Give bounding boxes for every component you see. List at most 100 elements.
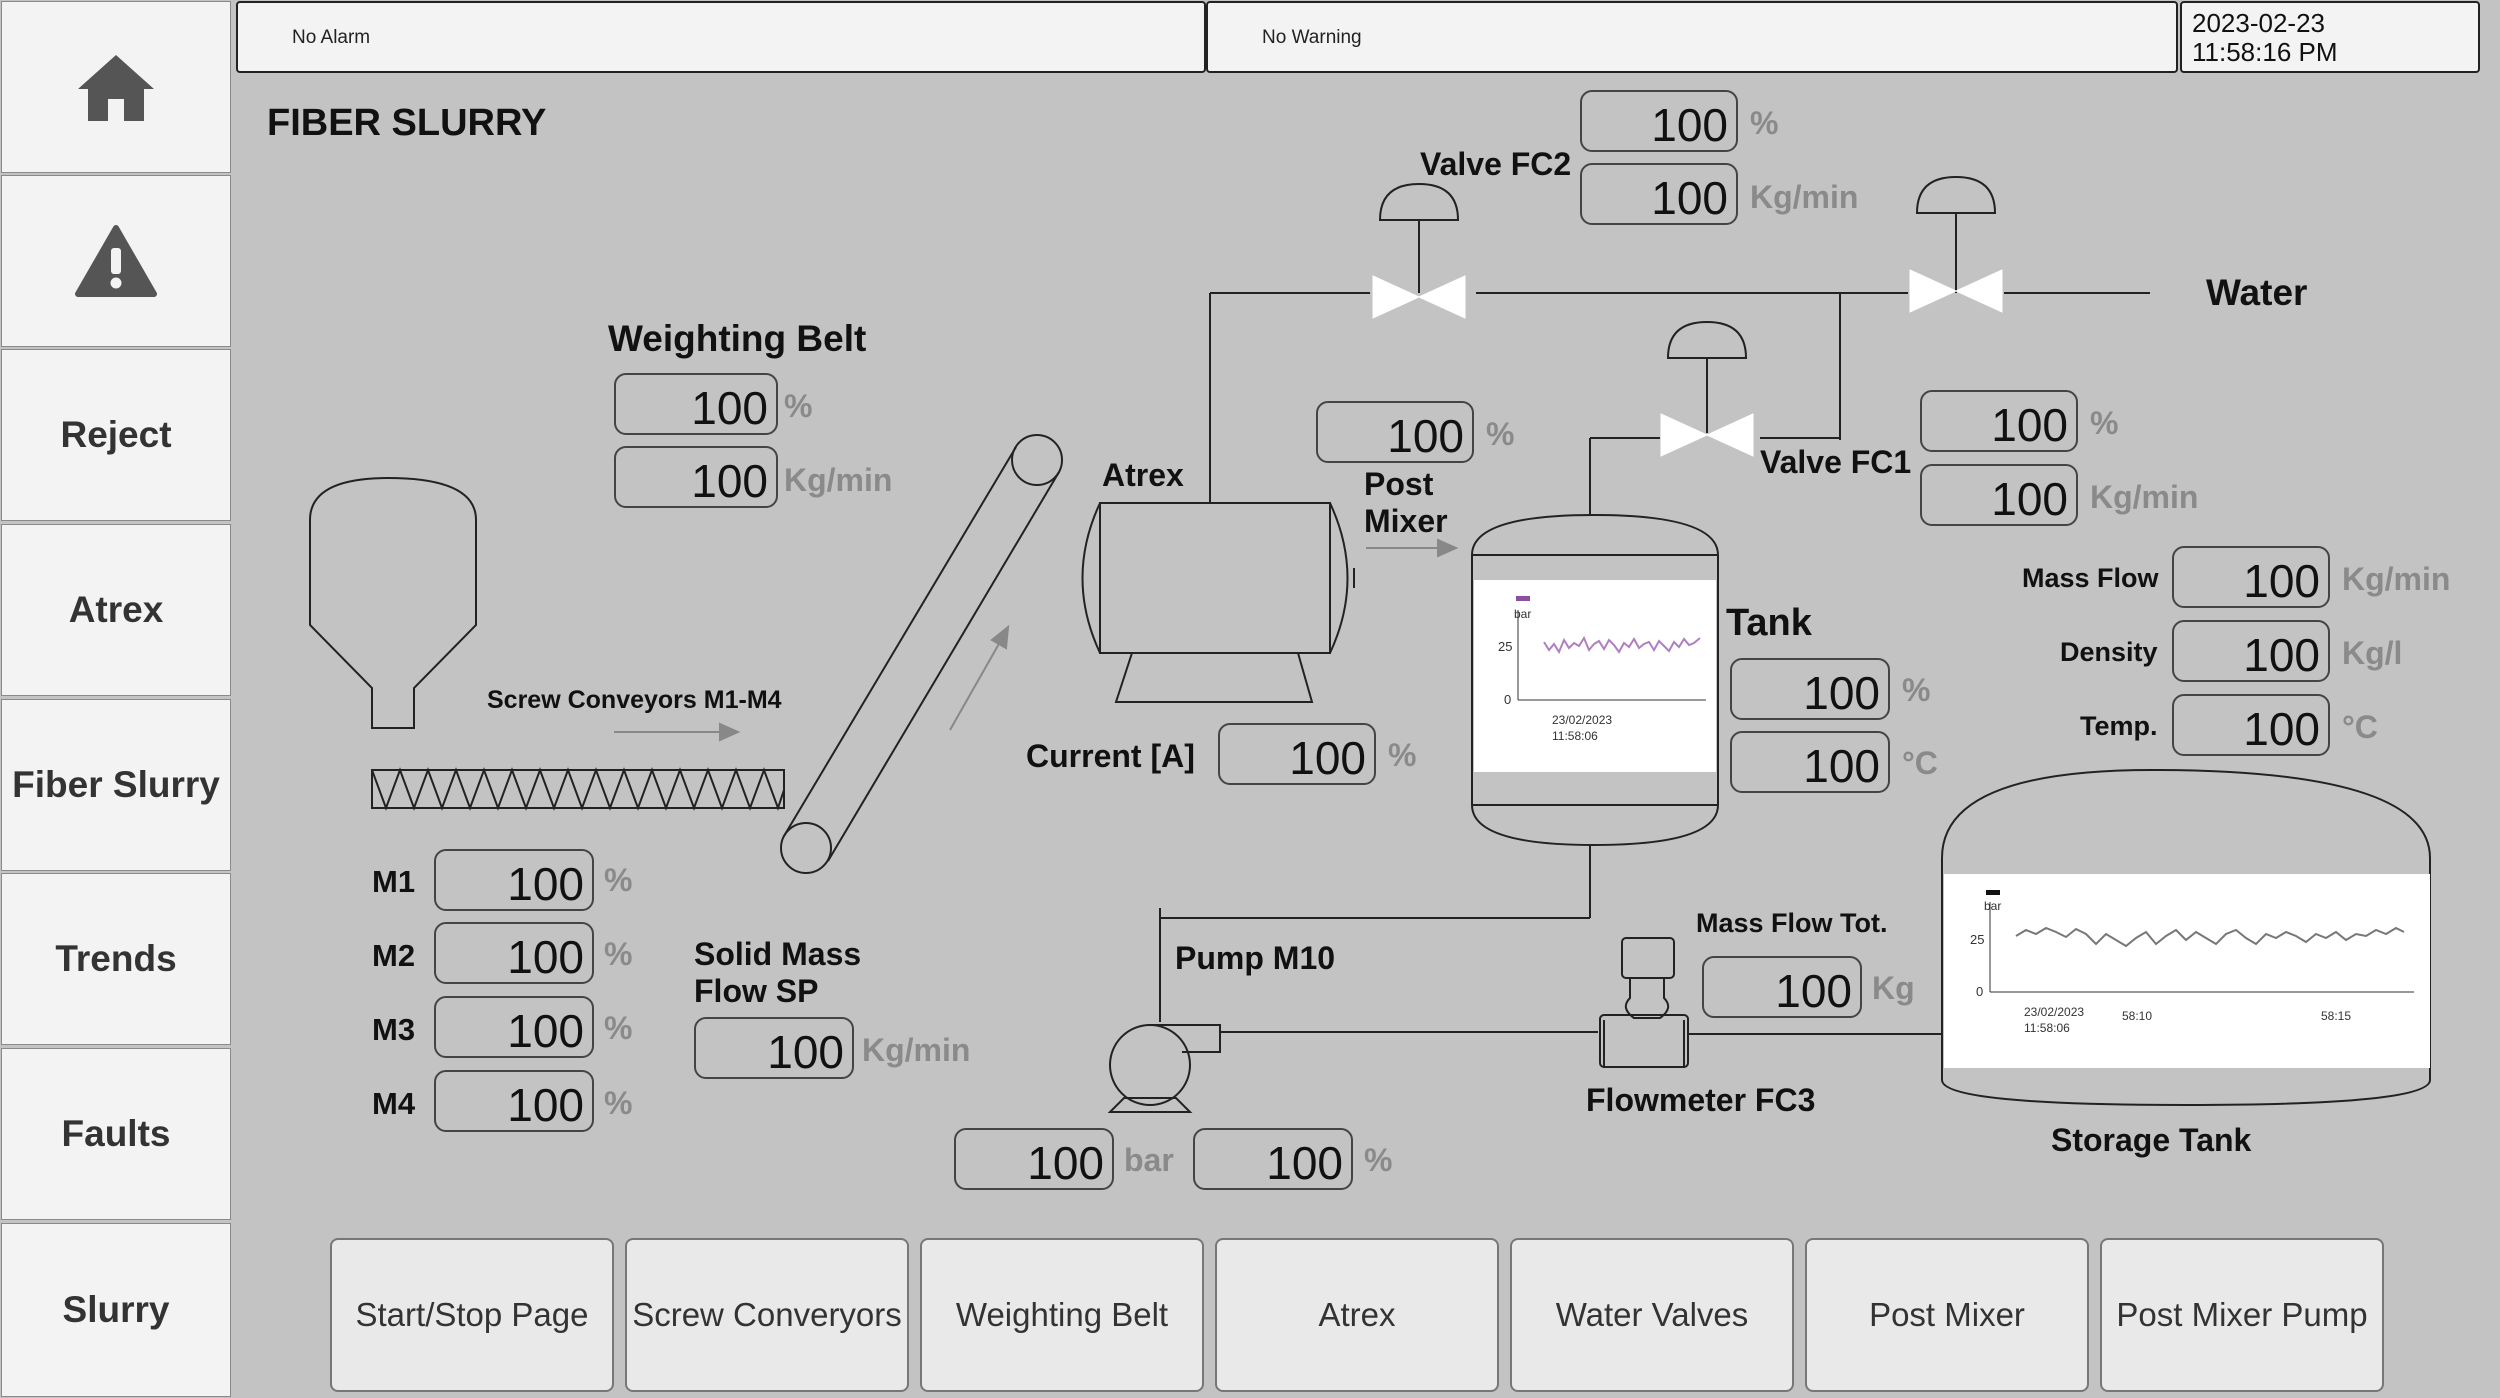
- weighting-belt-pct-field[interactable]: 100: [614, 373, 778, 435]
- tank-temp-unit: °C: [1902, 745, 1938, 781]
- pump-m10-label: Pump M10: [1175, 940, 1336, 976]
- tank-trend-line: [1543, 635, 1701, 655]
- storage-trend-xtick-1: 58:10: [2122, 1009, 2152, 1023]
- storage-trend-ytick-25: 25: [1970, 932, 1984, 947]
- mass-flow-unit: Kg/min: [2342, 561, 2451, 597]
- tank-temp-field[interactable]: 100: [1730, 731, 1890, 793]
- warning-status-bar[interactable]: No Warning: [1206, 1, 2178, 73]
- m1-label: M1: [372, 864, 416, 899]
- post-mixer-label: Post Mixer: [1364, 466, 1448, 540]
- tank-trend-ytick-0: 0: [1504, 692, 1511, 707]
- valve-fc2-flow-field[interactable]: 100: [1580, 163, 1738, 225]
- post-mixer-label-line2: Mixer: [1364, 503, 1448, 539]
- weighting-belt-flow-field[interactable]: 100: [614, 446, 778, 508]
- valve-water-body-right: [1954, 269, 2003, 313]
- screw-conveyors-label: Screw Conveyors M1-M4: [487, 686, 782, 714]
- valve-fc1-pct-unit: %: [2090, 405, 2119, 441]
- atrex-label: Atrex: [1102, 457, 1184, 493]
- valve-fc1-label: Valve FC1: [1760, 444, 1912, 480]
- solid-mass-flow-label-line2: Flow SP: [694, 973, 819, 1009]
- mass-flow-tot-unit: Kg: [1872, 970, 1915, 1006]
- flowmeter-fc3-label: Flowmeter FC3: [1586, 1082, 1816, 1118]
- valve-fc1-symbol: [1666, 320, 1748, 433]
- weighting-belt-conveyor: [780, 434, 1063, 874]
- date-text: 2023-02-23: [2192, 8, 2325, 38]
- nav-faults-button[interactable]: Faults: [1, 1048, 231, 1220]
- nav-fiber-slurry-button[interactable]: Fiber Slurry: [1, 699, 231, 871]
- tank-vessel: [1471, 513, 1719, 847]
- tab-post-mixer-pump[interactable]: Post Mixer Pump: [2100, 1238, 2384, 1392]
- valve-fc1-flow-unit: Kg/min: [2090, 479, 2199, 515]
- m1-field[interactable]: 100: [434, 849, 594, 911]
- nav-slurry-button[interactable]: Slurry: [1, 1223, 231, 1397]
- atrex-current-field[interactable]: 100: [1218, 723, 1376, 785]
- m3-label: M3: [372, 1012, 416, 1047]
- alarm-status-bar[interactable]: No Alarm: [236, 1, 1206, 73]
- weighting-belt-label: Weighting Belt: [608, 318, 867, 359]
- nav-trends-button[interactable]: Trends: [1, 873, 231, 1045]
- tab-start-stop-page[interactable]: Start/Stop Page: [330, 1238, 614, 1392]
- storage-tank-vessel: [1941, 768, 2431, 1107]
- pump-pct-field[interactable]: 100: [1193, 1128, 1353, 1190]
- solid-mass-flow-label: Solid Mass Flow SP: [694, 936, 861, 1010]
- nav-home-button[interactable]: [1, 1, 231, 173]
- tab-atrex[interactable]: Atrex: [1215, 1238, 1499, 1392]
- mass-flow-tot-label: Mass Flow Tot.: [1696, 908, 1888, 938]
- pump-bar-field[interactable]: 100: [954, 1128, 1114, 1190]
- m3-field[interactable]: 100: [434, 996, 594, 1058]
- weighting-belt-pct-unit: %: [784, 388, 813, 424]
- mass-flow-field[interactable]: 100: [2172, 546, 2330, 608]
- tank-trend-chart[interactable]: bar 25 0 23/02/2023 11:58:06: [1474, 580, 1716, 772]
- valve-fc2-label: Valve FC2: [1420, 146, 1572, 182]
- mass-flow-tot-field[interactable]: 100: [1702, 956, 1862, 1018]
- hopper: [309, 476, 477, 729]
- m4-unit: %: [604, 1085, 633, 1121]
- temp-field[interactable]: 100: [2172, 694, 2330, 756]
- temp-label: Temp.: [2080, 711, 2158, 741]
- storage-trend-unit: bar: [1984, 899, 2001, 913]
- valve-water-symbol: [1915, 175, 1997, 293]
- tab-water-valves[interactable]: Water Valves: [1510, 1238, 1794, 1392]
- datetime-display: 2023-02-23 11:58:16 PM: [2180, 1, 2480, 73]
- nav-reject-button[interactable]: Reject: [1, 349, 231, 521]
- valve-fc2-body-left: [1372, 275, 1421, 319]
- m2-unit: %: [604, 936, 633, 972]
- tank-trend-xtime: 11:58:06: [1552, 729, 1598, 743]
- post-mixer-pct-unit: %: [1486, 416, 1515, 452]
- tank-trend-xdate: 23/02/2023: [1552, 713, 1612, 727]
- valve-fc1-flow-field[interactable]: 100: [1920, 464, 2078, 526]
- m1-unit: %: [604, 862, 633, 898]
- flowmeter-fc3-symbol: [1599, 937, 1689, 1068]
- tank-trend-unit: bar: [1514, 607, 1531, 621]
- screw-conveyor: [371, 769, 785, 809]
- density-label: Density: [2060, 637, 2158, 667]
- tab-post-mixer[interactable]: Post Mixer: [1805, 1238, 2089, 1392]
- alarm-status-text: No Alarm: [292, 27, 371, 48]
- m4-field[interactable]: 100: [434, 1070, 594, 1132]
- valve-fc2-symbol: [1378, 182, 1460, 293]
- valve-fc1-body-left: [1660, 413, 1709, 457]
- storage-trend-line: [2015, 926, 2405, 948]
- storage-trend-xdate: 23/02/2023: [2024, 1005, 2084, 1019]
- density-field[interactable]: 100: [2172, 620, 2330, 682]
- storage-trend-chart[interactable]: bar 25 0 23/02/2023 11:58:06 58:10 58:15: [1944, 874, 2430, 1068]
- tab-screw-conveyors[interactable]: Screw Converyors: [625, 1238, 909, 1392]
- nav-atrex-button[interactable]: Atrex: [1, 524, 231, 696]
- storage-tank-label: Storage Tank: [2051, 1122, 2252, 1158]
- valve-fc2-flow-unit: Kg/min: [1750, 179, 1859, 215]
- valve-fc1-body-right: [1705, 413, 1754, 457]
- solid-mass-flow-sp-field[interactable]: 100: [694, 1017, 854, 1079]
- nav-alarms-button[interactable]: [1, 175, 231, 347]
- post-mixer-pct-field[interactable]: 100: [1316, 401, 1474, 463]
- valve-fc1-pct-field[interactable]: 100: [1920, 390, 2078, 452]
- weighting-belt-flow-unit: Kg/min: [784, 462, 893, 498]
- alarm-warning-icon: [75, 225, 157, 297]
- tank-pct-unit: %: [1902, 672, 1931, 708]
- valve-fc2-pct-field[interactable]: 100: [1580, 90, 1738, 152]
- tab-weighting-belt[interactable]: Weighting Belt: [920, 1238, 1204, 1392]
- tank-label: Tank: [1726, 602, 1812, 644]
- atrex-current-unit: %: [1388, 737, 1417, 773]
- tank-pct-field[interactable]: 100: [1730, 658, 1890, 720]
- m2-field[interactable]: 100: [434, 922, 594, 984]
- water-label: Water: [2206, 272, 2308, 313]
